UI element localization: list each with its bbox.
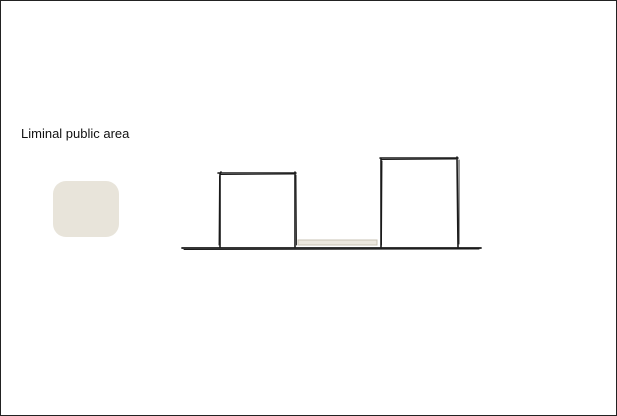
right-building xyxy=(380,157,459,247)
liminal-public-area-strip xyxy=(298,240,377,245)
left-building xyxy=(218,172,297,247)
ground-line xyxy=(182,248,481,250)
